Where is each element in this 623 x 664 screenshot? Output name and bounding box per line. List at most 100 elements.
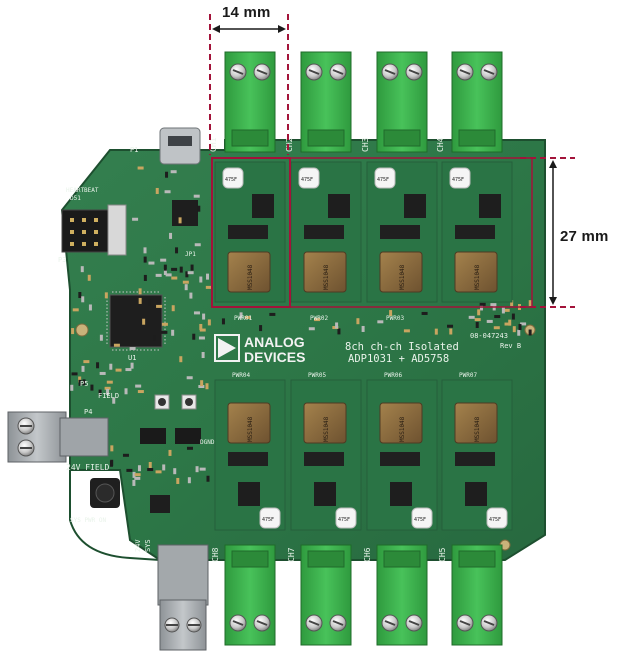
smd-part (165, 171, 169, 178)
screw-slot (483, 620, 495, 626)
smd-part (195, 466, 199, 473)
pwr-label: PWR07 (459, 372, 477, 379)
smd-part (479, 302, 486, 306)
p3-label: P3 (58, 256, 66, 264)
smd-part (82, 379, 86, 386)
smd-part (87, 274, 91, 281)
smd-part (377, 320, 384, 324)
smd-part (170, 170, 177, 174)
smd-part (199, 467, 206, 471)
terminal-plug-face (307, 129, 345, 147)
smd-part (361, 325, 365, 332)
smd-part (99, 371, 106, 375)
power-inductor (379, 251, 423, 293)
cap-marking: 475F (338, 517, 350, 523)
screw-slot (384, 69, 396, 75)
smd-part (71, 328, 75, 335)
isolator-chip (172, 200, 198, 226)
smd-part (143, 247, 147, 254)
smd-part (337, 328, 341, 335)
channel-label: CH7 (287, 547, 296, 562)
smd-part (187, 477, 191, 484)
cap-marking: 475F (225, 177, 237, 183)
pcb-edge-lower (69, 470, 161, 561)
smd-part (161, 322, 168, 326)
screw-slot (384, 620, 396, 626)
smd-part (104, 386, 111, 390)
smd-part (162, 464, 166, 471)
output-capacitor (298, 167, 320, 189)
smd-part (83, 360, 90, 364)
heartbeat-label: HEARTBEAT (66, 187, 99, 194)
power-inductor (454, 402, 498, 444)
24v-label: 24V (134, 539, 142, 552)
smd-part (239, 312, 243, 319)
smd-part (494, 315, 501, 319)
smd-part (134, 473, 141, 477)
power-inductor (303, 402, 347, 444)
terminal-plug-face (458, 550, 496, 568)
smd-part (99, 334, 103, 341)
smd-part (161, 330, 168, 334)
smd-part (163, 268, 167, 275)
smd-part (199, 328, 206, 332)
output-capacitor (486, 507, 508, 529)
smd-part (80, 266, 84, 273)
transformer-chip (455, 452, 495, 466)
screw-slot (483, 69, 495, 75)
smd-part (193, 194, 200, 198)
smd-part (148, 299, 152, 306)
smd-part (179, 266, 183, 273)
sys-label: SYS (144, 539, 152, 552)
screw-slot (332, 69, 344, 75)
smd-part (129, 347, 136, 351)
smd-part (104, 292, 108, 299)
channel-label: CH3 (361, 137, 370, 152)
output-capacitor (335, 507, 357, 529)
smd-part (132, 479, 136, 486)
smd-part (138, 288, 142, 295)
smd-part (474, 318, 481, 322)
brand-logo: ANALOG DEVICES (214, 334, 305, 365)
smd-part (143, 256, 147, 263)
power-inductor (227, 402, 271, 444)
mounting-hole (75, 323, 89, 337)
sys-pwr-on-label: SYS PWR ON (70, 517, 107, 524)
output-capacitor (222, 167, 244, 189)
power-inductor (227, 251, 271, 293)
smd-part (70, 384, 74, 391)
usb-port-opening (168, 136, 192, 146)
driver-chip (314, 482, 336, 506)
pwr-label: PWR02 (310, 315, 328, 322)
smd-part (504, 322, 511, 326)
cap-marking: 475F (262, 517, 274, 523)
driver-chip (479, 194, 501, 218)
smd-components (70, 166, 532, 486)
smd-part (78, 379, 82, 386)
smd-part (403, 329, 410, 333)
smd-part (244, 315, 251, 319)
smd-part (434, 328, 438, 335)
inductor-marking: MSS1048 (399, 416, 406, 442)
board-title-line2: ADP1031 + AD5758 (348, 353, 449, 365)
smd-part (88, 304, 92, 311)
smd-part (201, 352, 205, 359)
screw-slot (332, 620, 344, 626)
pwr-label: PWR04 (232, 372, 250, 379)
jp-label: JP1 (185, 251, 196, 258)
smd-part (206, 475, 210, 482)
smd-part (115, 368, 122, 372)
smd-part (178, 217, 182, 224)
smd-part (186, 376, 193, 380)
terminal-plug-face (383, 550, 421, 568)
brand-line1: ANALOG (244, 334, 305, 350)
terminal-plug-face (307, 550, 345, 568)
smd-part (493, 326, 500, 330)
smd-part (202, 313, 206, 320)
smd-part (190, 264, 194, 271)
smd-part (160, 258, 167, 262)
dgnd-label: DGND (200, 439, 215, 446)
